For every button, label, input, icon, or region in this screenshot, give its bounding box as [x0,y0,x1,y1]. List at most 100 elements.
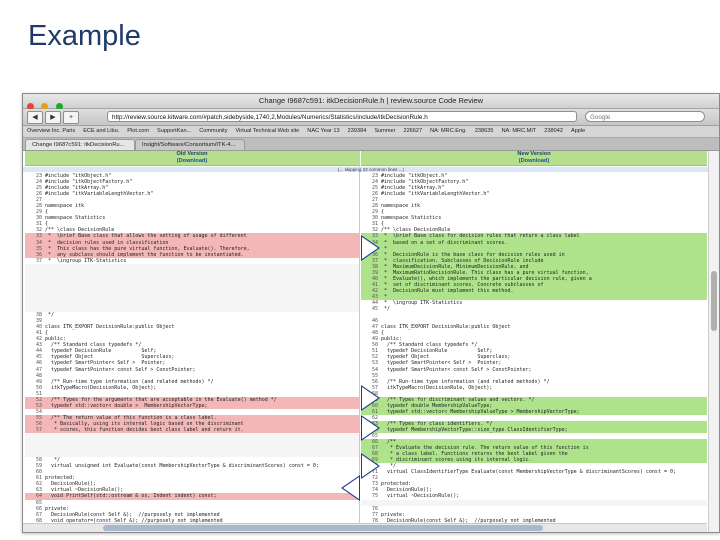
line-number[interactable]: 39 [371,269,378,276]
line-number[interactable]: 34 [35,239,42,246]
bookmark-item[interactable]: 226627 [403,128,423,134]
line-number[interactable]: 58 [35,457,42,464]
line-number[interactable]: 30 [371,215,378,222]
line-number[interactable]: 60 [35,469,42,476]
line-number[interactable]: 40 [35,324,42,331]
line-number[interactable]: 57 [35,426,42,433]
line-number[interactable]: 31 [35,221,42,228]
line-number[interactable]: 48 [35,372,42,379]
line-number[interactable]: 51 [371,348,378,355]
line-number[interactable]: 39 [35,318,42,325]
forward-button[interactable]: ▶ [45,111,61,124]
line-number[interactable]: 54 [35,408,42,415]
line-number[interactable]: 46 [371,318,378,325]
line-number[interactable]: 61 [35,475,42,482]
bookmark-item[interactable]: NA: MRC.Eng. [430,128,467,134]
line-number[interactable]: 42 [35,336,42,343]
line-number[interactable]: 33 [35,233,42,240]
line-number[interactable]: 25 [371,185,378,192]
line-number[interactable]: 29 [371,209,378,216]
line-number[interactable]: 48 [371,330,378,337]
line-number[interactable]: 62 [35,481,42,488]
line-number[interactable]: 56 [35,420,42,427]
bookmark-item[interactable]: ECE and Libu. [83,128,120,134]
bookmark-item[interactable]: Virtual Technical Web site [235,128,300,134]
minimize-window-button[interactable] [41,103,49,110]
line-number[interactable]: 32 [371,227,378,234]
horizontal-scroll-thumb[interactable] [103,525,543,531]
line-number[interactable]: 41 [35,330,42,337]
line-number[interactable]: 30 [35,215,42,222]
vertical-scrollbar[interactable] [708,151,719,532]
line-number[interactable]: 77 [371,511,378,518]
line-number[interactable]: 31 [371,221,378,228]
line-number[interactable]: 55 [371,372,378,379]
line-number[interactable]: 23 [371,173,378,179]
skipped-lines-notice[interactable]: (... skipping 22 common lines ...) [23,167,719,172]
line-number[interactable]: 51 [35,390,42,397]
line-number[interactable]: 55 [35,414,42,421]
line-number[interactable]: 43 [371,293,378,300]
line-number[interactable]: 24 [35,179,42,186]
line-number[interactable]: 56 [371,378,378,385]
bookmark-item[interactable]: Overview Inc. Paris [27,128,76,134]
bookmark-item[interactable]: Apple [570,128,586,134]
line-number[interactable]: 63 [35,487,42,494]
line-number[interactable]: 61 [371,408,378,415]
line-number[interactable]: 44 [371,299,378,306]
bookmark-item[interactable]: SupportKan... [157,128,192,134]
line-number[interactable]: 27 [371,197,378,204]
old-version-download-link[interactable]: (Download) [176,158,208,164]
bookmark-item[interactable]: 238042 [544,128,563,134]
line-number[interactable]: 42 [371,287,378,294]
bookmark-item[interactable]: Summer [374,128,396,134]
line-number[interactable]: 67 [35,511,42,518]
horizontal-scrollbar[interactable] [23,523,707,532]
line-number[interactable]: 44 [35,348,42,355]
line-number[interactable]: 53 [371,360,378,367]
line-number[interactable]: 25 [35,185,42,192]
bookmark-item[interactable]: 239384 [347,128,367,134]
vertical-scroll-thumb[interactable] [711,271,717,331]
new-tab-button[interactable]: + [63,111,79,124]
line-number[interactable]: 46 [35,360,42,367]
line-number[interactable]: 35 [35,245,42,252]
bookmark-item[interactable]: NA: MRC.MIT [501,128,537,134]
new-version-download-link[interactable]: (Download) [518,158,550,164]
line-number[interactable]: 52 [371,354,378,361]
line-number[interactable]: 38 [35,312,42,319]
bookmark-item[interactable]: NAC Year 13 [307,128,340,134]
address-bar[interactable]: http://review.source.kitware.com/#patch,… [107,111,577,122]
back-button[interactable]: ◀ [27,111,43,124]
line-number[interactable]: 50 [35,384,42,391]
line-number[interactable]: 68 [35,517,42,524]
line-number[interactable]: 24 [371,179,378,186]
line-number[interactable]: 27 [35,197,42,204]
line-number[interactable]: 59 [35,463,42,470]
line-number[interactable]: 52 [35,396,42,403]
line-number[interactable]: 47 [371,324,378,331]
line-number[interactable]: 28 [35,203,42,210]
line-number[interactable]: 41 [371,281,378,288]
bookmark-item[interactable]: Plot.com [127,128,150,134]
line-number[interactable]: 74 [371,487,378,494]
line-number[interactable]: 26 [35,191,42,198]
line-number[interactable]: 53 [35,402,42,409]
line-number[interactable]: 23 [35,173,42,179]
line-number[interactable]: 29 [35,209,42,216]
line-number[interactable]: 47 [35,366,42,373]
line-number[interactable]: 40 [371,275,378,282]
line-number[interactable]: 37 [35,257,42,264]
line-number[interactable]: 43 [35,342,42,349]
line-number[interactable]: 54 [371,366,378,373]
line-number[interactable]: 67 [371,445,378,452]
line-number[interactable]: 65 [35,499,42,506]
line-number[interactable]: 45 [35,354,42,361]
line-number[interactable]: 38 [371,263,378,270]
zoom-window-button[interactable] [55,103,63,110]
line-number[interactable]: 36 [35,251,42,258]
line-number[interactable]: 73 [371,481,378,488]
line-number[interactable]: 26 [371,191,378,198]
line-number[interactable]: 76 [371,505,378,512]
line-number[interactable]: 28 [371,203,378,210]
